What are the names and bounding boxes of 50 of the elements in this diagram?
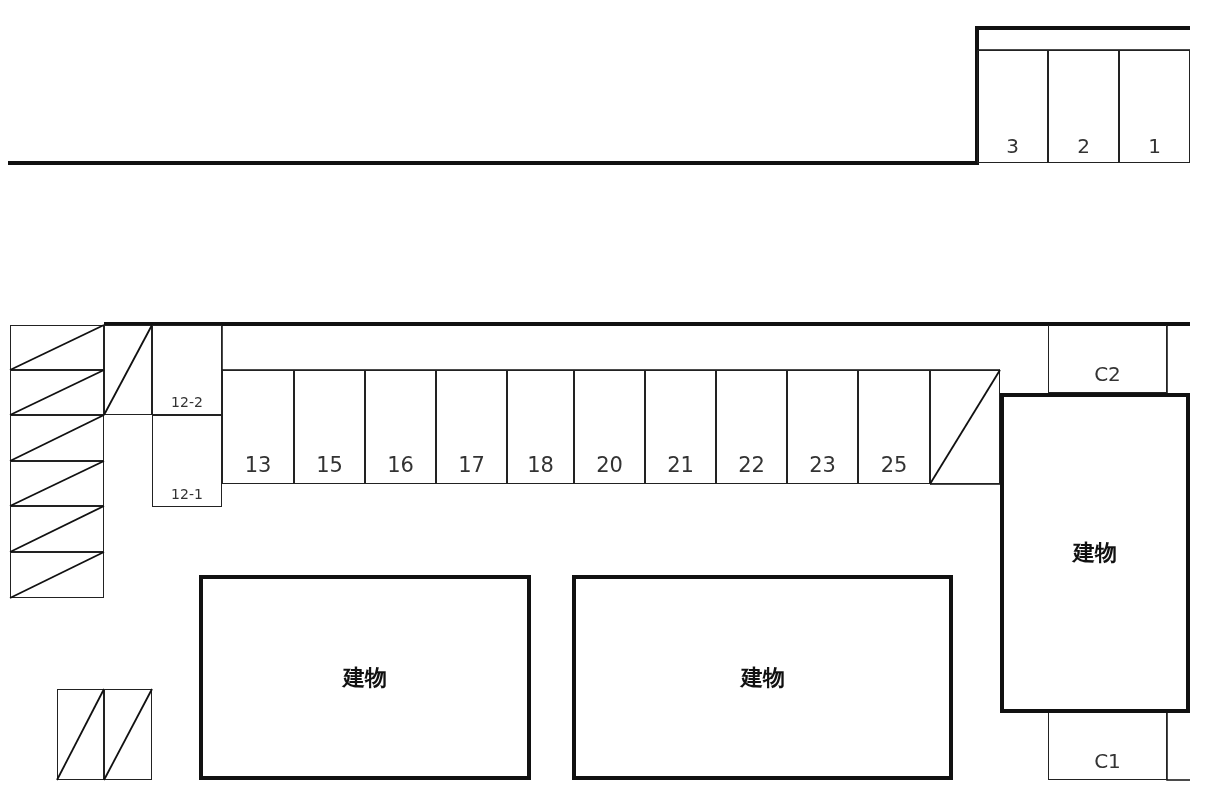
space-number: 16	[386, 453, 415, 477]
parking-space	[787, 370, 858, 484]
space-number: 13	[243, 453, 273, 477]
parking-space	[1119, 50, 1190, 163]
space-number: 23	[808, 453, 837, 477]
parking-space	[507, 370, 574, 484]
hatched-space	[10, 415, 104, 461]
parking-space	[574, 370, 645, 484]
parking-space	[436, 370, 507, 484]
space-number: 20	[595, 453, 624, 477]
building-label: 建物	[739, 663, 786, 692]
parking-space	[716, 370, 787, 484]
space-number: 1	[1147, 134, 1162, 158]
space-number: 22	[737, 453, 766, 477]
space-number: 25	[879, 453, 909, 477]
hatched-space	[10, 370, 104, 415]
space-number: 15	[315, 453, 344, 477]
building-label: 建物	[341, 663, 388, 692]
space-number: 12-2	[170, 394, 204, 410]
parking-space	[1048, 50, 1119, 163]
hatched-space	[57, 689, 104, 780]
parking-space	[1048, 325, 1167, 393]
space-number: C2	[1093, 362, 1122, 386]
building	[1000, 393, 1190, 713]
parking-space	[365, 370, 436, 484]
space-number: 2	[1076, 134, 1091, 158]
space-number: 17	[457, 453, 486, 477]
space-number: 3	[1005, 134, 1020, 158]
hatched-space	[104, 325, 152, 415]
hatched-space	[10, 461, 104, 506]
parking-space	[294, 370, 365, 484]
space-number: 21	[666, 453, 695, 477]
building	[199, 575, 531, 780]
parking-space	[645, 370, 716, 484]
space-number: C1	[1093, 749, 1122, 773]
hatched-space	[10, 325, 104, 370]
parking-space	[977, 50, 1048, 163]
parking-space	[858, 370, 930, 484]
space-number: 12-1	[170, 486, 204, 502]
hatched-space	[10, 506, 104, 552]
parking-space	[222, 370, 294, 484]
parking-space	[1048, 713, 1167, 780]
space-number: 18	[526, 453, 555, 477]
hatched-space	[930, 370, 1000, 484]
building-label: 建物	[1071, 539, 1118, 567]
parking-space	[152, 325, 222, 415]
hatched-space	[10, 552, 104, 598]
hatched-space	[104, 689, 152, 780]
building	[572, 575, 953, 780]
parking-space	[152, 415, 222, 507]
